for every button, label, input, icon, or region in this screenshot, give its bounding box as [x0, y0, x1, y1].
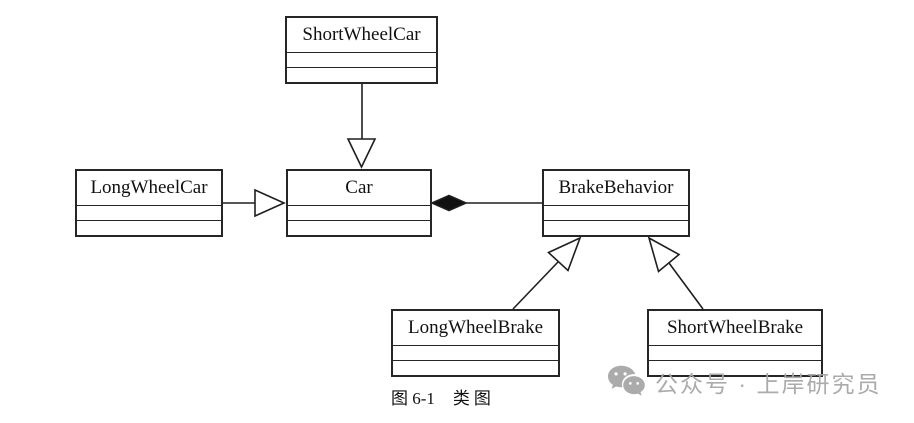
methods-compartment: [649, 360, 821, 375]
attributes-compartment: [393, 345, 558, 360]
class-box-shortwheelcar: ShortWheelCar: [285, 16, 438, 84]
methods-compartment: [288, 220, 430, 235]
class-name: LongWheelCar: [90, 177, 208, 198]
figure-number: 图 6-1: [391, 389, 435, 408]
class-name: ShortWheelCar: [302, 24, 421, 45]
class-name: LongWheelBrake: [407, 317, 544, 338]
attributes-compartment: [77, 205, 221, 220]
generalization-longwheelbrake-brakebehavior: [512, 236, 582, 310]
generalization-longwheelcar-car: [223, 188, 286, 218]
class-box-car: Car: [286, 169, 432, 237]
watermark: 公众号 · 上岸研究员: [606, 364, 881, 400]
class-name: ShortWheelBrake: [666, 317, 804, 338]
attributes-compartment: [544, 205, 688, 220]
attributes-compartment: [288, 205, 430, 220]
class-box-longwheelbrake: LongWheelBrake: [391, 309, 560, 377]
figure-caption: 图 6-1 类图: [391, 384, 495, 409]
composition-car-brakebehavior: [430, 194, 542, 212]
methods-compartment: [393, 360, 558, 375]
figure-title: 类图: [452, 389, 495, 408]
generalization-shortwheelcar-car: [346, 84, 377, 169]
class-box-brakebehavior: BrakeBehavior: [542, 169, 690, 237]
class-box-shortwheelbrake: ShortWheelBrake: [647, 309, 823, 377]
attributes-compartment: [287, 52, 436, 67]
wechat-icon: [608, 365, 645, 396]
watermark-text: 公众号 · 上岸研究员: [655, 371, 882, 397]
methods-compartment: [544, 220, 688, 235]
attributes-compartment: [649, 345, 821, 360]
generalization-shortwheelbrake-brakebehavior: [647, 236, 704, 310]
methods-compartment: [77, 220, 221, 235]
class-name: Car: [345, 177, 373, 198]
methods-compartment: [287, 67, 436, 82]
class-name: BrakeBehavior: [558, 177, 674, 198]
class-box-longwheelcar: LongWheelCar: [75, 169, 223, 237]
